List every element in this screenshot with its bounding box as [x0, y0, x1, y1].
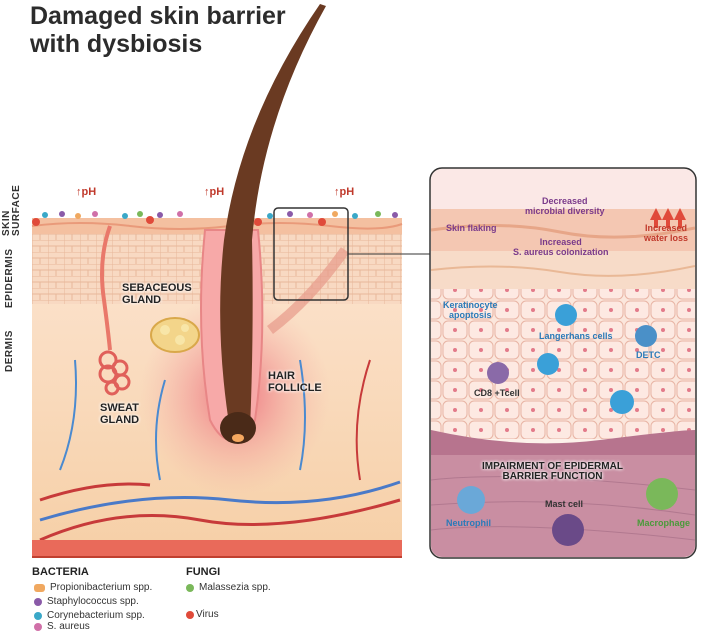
- virus-markers: [32, 216, 326, 226]
- macrophage-label: Macrophage: [637, 518, 691, 528]
- legend-item-propionibacterium: Propionibacterium spp.: [34, 582, 152, 593]
- detc-cell: [635, 325, 657, 347]
- legend-item-corynebacterium: Corynebacterium spp.: [34, 610, 145, 621]
- legend-virus-icon: [186, 611, 194, 619]
- staphylococcus-icon: [34, 597, 42, 606]
- bacteria-heading: BACTERIA: [32, 566, 89, 578]
- sweat-gland-duct: [100, 225, 112, 351]
- ph-label-2: ↑pH: [204, 186, 225, 198]
- detc-label: DETC: [636, 350, 661, 360]
- blood-vessels: [39, 359, 401, 542]
- stratum-corneum: [32, 218, 402, 234]
- malassezia-icon: [186, 583, 194, 592]
- sebaceous-gland-shape: [150, 317, 200, 353]
- macrophage-cell: [646, 478, 678, 510]
- hair-bulb: [220, 412, 256, 444]
- mast-cell: [552, 514, 584, 546]
- page-title: Damaged skin barrier with dysbiosis: [30, 2, 286, 58]
- legend-item-s-aureus: S. aureus: [34, 621, 90, 632]
- skin-flaking-label: Skin flaking: [446, 223, 497, 233]
- langerhans-cells-shape: [537, 304, 634, 414]
- langerhans-cells-label: Langerhans cells: [539, 331, 613, 341]
- cd8-tcell-label: CD8 +Tcell: [474, 388, 520, 398]
- neutrophil-cell: [457, 486, 485, 514]
- water-loss-arrows: [650, 208, 686, 228]
- cd8-tcell: [487, 362, 509, 384]
- surface-microbes: [42, 211, 398, 219]
- mast-cell-label: Mast cell: [545, 499, 584, 509]
- corynebacterium-icon: [34, 611, 42, 620]
- fat-layer: [32, 540, 402, 558]
- sweat-gland-coil: [98, 350, 131, 396]
- ph-label-1: ↑pH: [76, 186, 97, 198]
- title-line-2: with dysbiosis: [30, 30, 203, 58]
- legend-item-malassezia: Malassezia spp.: [186, 582, 271, 593]
- legend-item-staphylococcus: Staphylococcus spp.: [34, 596, 139, 607]
- basement-membrane: [431, 430, 695, 460]
- neutrophil-label: Neutrophil: [446, 518, 491, 528]
- title-line-1: Damaged skin barrier: [30, 2, 286, 30]
- hair-shaft: [220, 4, 326, 430]
- s-aureus-icon: [34, 622, 42, 631]
- propionibacterium-icon: [34, 583, 45, 592]
- legend-item-virus: Virus: [196, 609, 219, 620]
- arrector-muscle: [266, 247, 350, 334]
- fungi-heading: FUNGI: [186, 566, 221, 578]
- ph-label-3: ↑pH: [334, 186, 355, 198]
